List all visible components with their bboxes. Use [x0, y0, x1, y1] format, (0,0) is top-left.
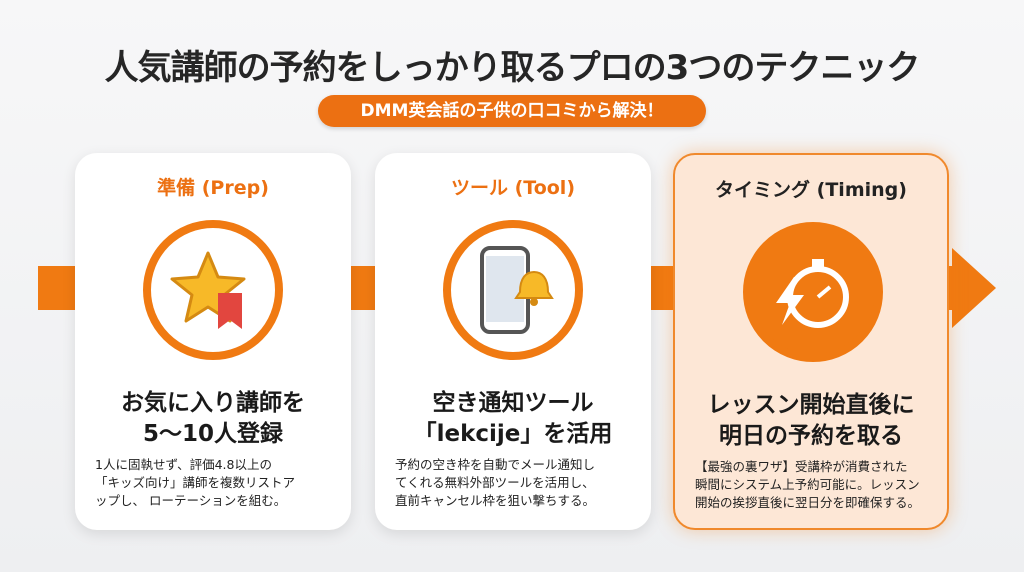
card-heading: タイミング (Timing)	[715, 179, 907, 201]
card-desc-line: 開始の挨拶直後に翌日分を即確保する。	[695, 495, 921, 510]
card-title-line: 5〜10人登録	[142, 421, 283, 447]
card-title-line: お気に入り講師を	[121, 390, 305, 416]
card-heading: ツール (Tool)	[450, 177, 576, 199]
card-title-line: 空き通知ツール	[432, 390, 594, 416]
card-tool: ツール (Tool) 空き通知ツール「lekcije」を活用 予約の空き枠を自動…	[375, 153, 651, 530]
card-desc-line: ップし、 ローテーションを組む。	[95, 493, 287, 508]
page-title: 人気講師の予約をしっかり取るプロの3つのテクニック	[104, 48, 921, 88]
card-desc-line: 【最強の裏ワザ】受講枠が消費された	[695, 459, 908, 474]
card-prep: 準備 (Prep) お気に入り講師を 5〜10人登録 1人に固執せず、評価4.8以…	[75, 153, 351, 530]
card-desc-line: 直前キャンセル枠を狙い撃ちする。	[395, 493, 596, 508]
card-timing: タイミング (Timing) レッスン開始直後に明日の予約を取る 【最強の裏ワザ…	[673, 153, 949, 530]
card-heading: 準備 (Prep)	[157, 177, 269, 199]
card-desc-line: 瞬間にシステム上予約可能に。レッスン	[695, 477, 920, 492]
star-bookmark-icon	[143, 220, 283, 360]
card-desc-line: てくれる無料外部ツールを活用し、	[395, 475, 595, 490]
card-title-line: レッスン開始直後に	[707, 392, 915, 418]
card-desc-line: 予約の空き枠を自動でメール通知し	[395, 457, 596, 472]
card-desc-line: 1人に固執せず、評価4.8以上の	[95, 457, 272, 472]
stopwatch-lightning-icon	[743, 222, 883, 362]
card-title-line: 「lekcije」を活用	[413, 421, 613, 447]
card-title-line: 明日の予約を取る	[719, 423, 903, 449]
phone-bell-icon	[443, 220, 583, 360]
arrow-head-icon	[952, 248, 996, 328]
card-desc-line: 「キッズ向け」講師を複数リストア	[95, 475, 296, 490]
subtitle-badge: DMM英会話の子供の口コミから解決！	[318, 95, 706, 127]
